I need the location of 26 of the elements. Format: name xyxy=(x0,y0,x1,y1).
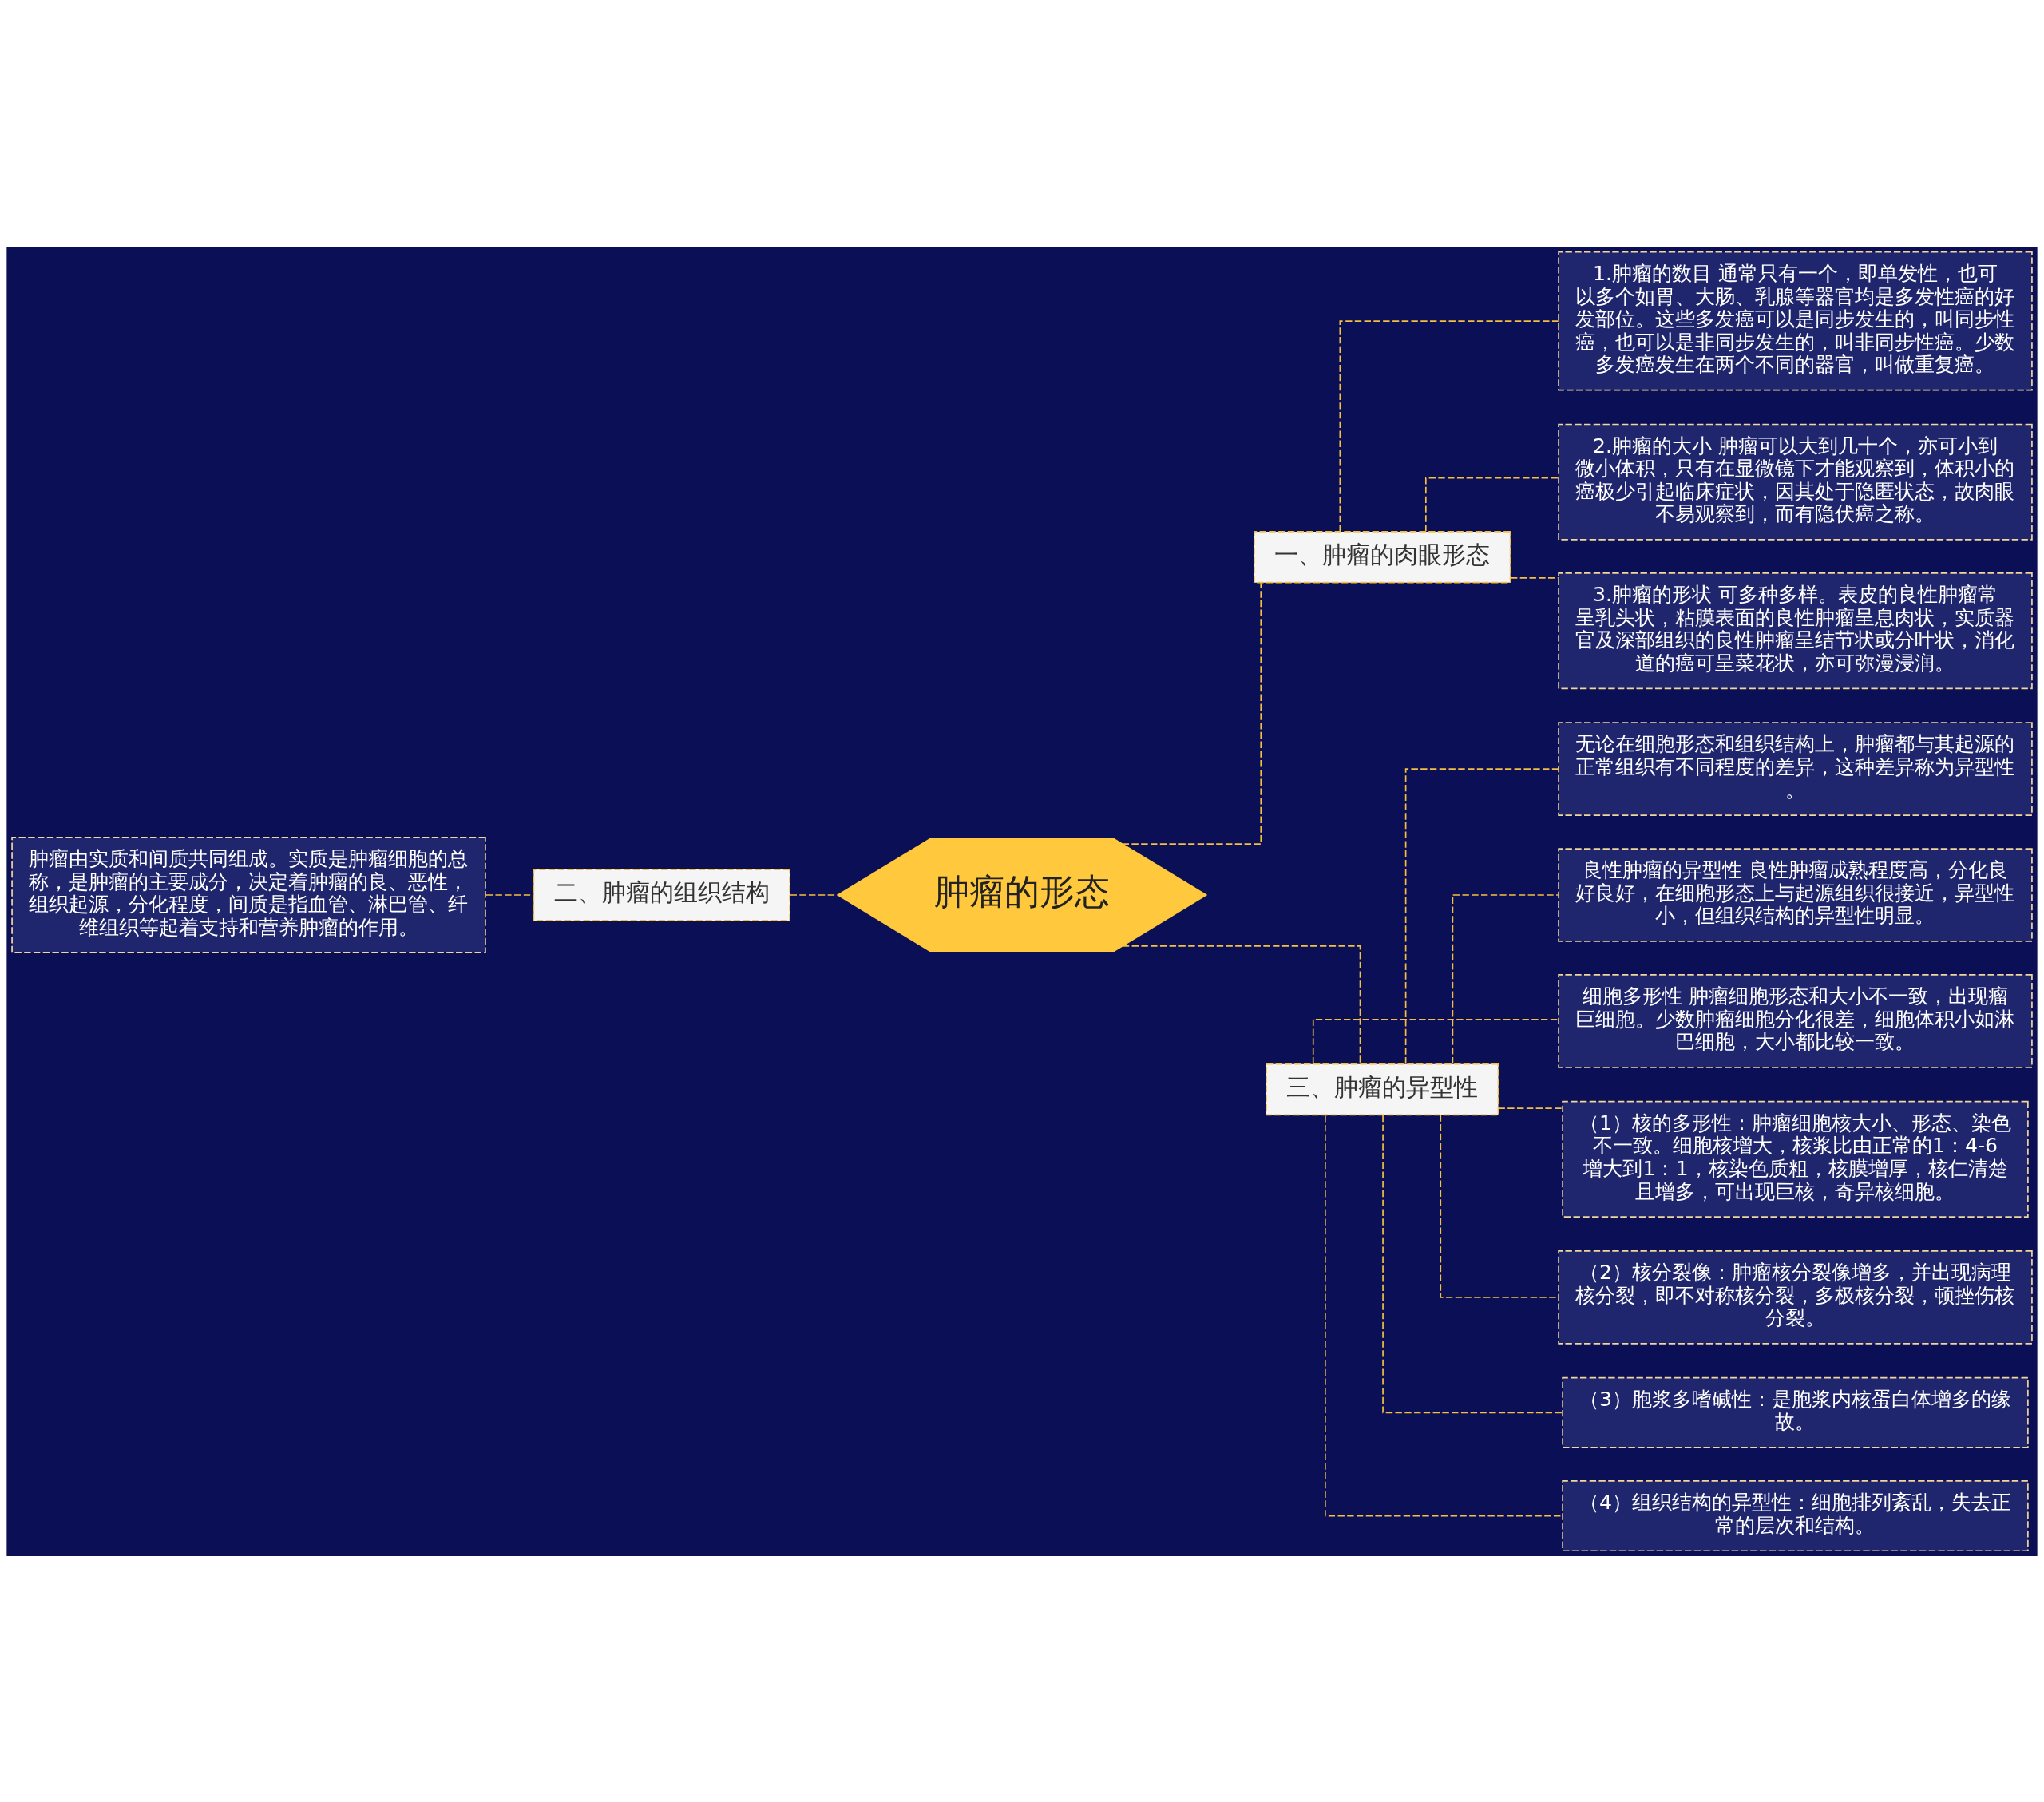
connector xyxy=(1452,893,1559,1064)
connector xyxy=(485,893,534,896)
connector xyxy=(1510,576,1559,579)
connector xyxy=(1121,581,1262,845)
node-box: 三、肿瘤的异型性 xyxy=(1266,1063,1499,1115)
node-box: 一、肿瘤的肉眼形态 xyxy=(1254,530,1511,584)
connector xyxy=(1339,319,1559,532)
node-box: （1）核的多形性：肿瘤细胞核大小、形态、染色不一致。细胞核增大，核浆比由正常的1：4-6增大到1：1，核染色质粗，核膜增厚，核仁清楚且增多，可出现巨核，奇异核细胞。 xyxy=(1562,1100,2029,1218)
node-box: 细胞多形性 肿瘤细胞形态和大小不一致，出现瘤巨细胞。少数肿瘤细胞分化很差，细胞体积小如淋巴细胞，大小都比较一致。 xyxy=(1558,973,2033,1068)
node-box: （3）胞浆多嗜碱性：是胞浆内核蛋白体增多的缘故。 xyxy=(1562,1376,2029,1448)
connector xyxy=(1325,1114,1563,1516)
connector xyxy=(1312,1018,1559,1064)
node-box: 无论在细胞形态和组织结构上，肿瘤都与其起源的正常组织有不同程度的差异，这种差异称为异型性。 xyxy=(1558,721,2033,816)
node-box: （2）核分裂像：肿瘤核分裂像增多，并出现病理核分裂，即不对称核分裂，多极核分裂，顿挫伤核分裂。 xyxy=(1558,1250,2033,1345)
node-box: 1.肿瘤的数目 通常只有一个，即单发性，也可以多个如胃、大肠、乳腺等器官均是多发性癌的好发部位。这些多发癌可以是同步发生的，叫同步性癌，也可以是非同步发生的，叫非同步性癌。少数多发癌发生在两个不同的器官，叫做重复癌。 xyxy=(1558,251,2033,391)
connector xyxy=(1424,477,1559,532)
node-box: 2.肿瘤的大小 肿瘤可以大到几十个，亦可小到微小体积，只有在显微镜下才能观察到，体积小的癌极少引起临床症状，因其处于隐匿状态，故肉眼不易观察到，而有隐伏癌之称。 xyxy=(1558,423,2033,541)
connector xyxy=(1122,945,1361,1064)
connector xyxy=(1497,1107,1563,1109)
node-box: （4）组织结构的异型性：细胞排列紊乱，失去正常的层次和结构。 xyxy=(1562,1479,2029,1551)
connector xyxy=(1382,1114,1563,1413)
node-box: 二、肿瘤的组织结构 xyxy=(533,868,790,921)
node-box: 肿瘤由实质和间质共同组成。实质是肿瘤细胞的总称，是肿瘤的主要成分，决定着肿瘤的良、恶性，组织起源，分化程度，间质是指血管、淋巴管、纤维组织等起着支持和营养肿瘤的作用。 xyxy=(11,836,486,953)
node-box: 3.肿瘤的形状 可多种多样。表皮的良性肿瘤常呈乳头状，粘膜表面的良性肿瘤呈息肉状，实质器官及深部组织的良性肿瘤呈结节状或分叶状，消化道的癌可呈菜花状，亦可弥漫浸润。 xyxy=(1558,572,2033,689)
node-box: 良性肿瘤的异型性 良性肿瘤成熟程度高，分化良好良好，在细胞形态上与起源组织很接近，异型性小，但组织结构的异型性明显。 xyxy=(1558,847,2033,942)
connector xyxy=(1404,767,1559,1064)
